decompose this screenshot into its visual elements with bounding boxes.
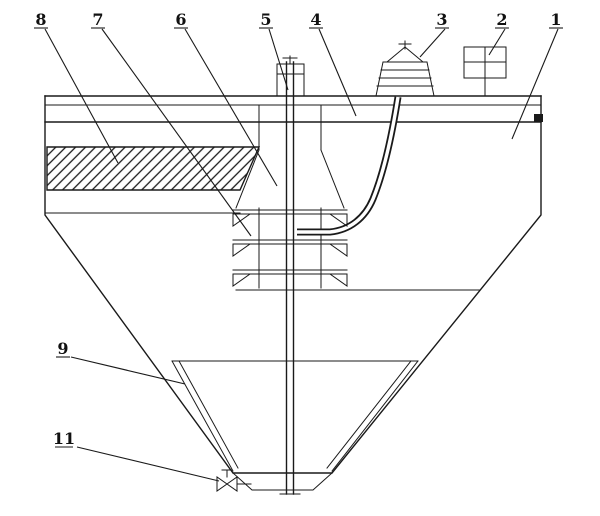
center-shaft [279,61,301,495]
callout-1-label: 1 [550,10,561,29]
rake-arms [232,209,348,287]
callout-9-label: 9 [57,339,68,358]
callout-7-leader [101,28,252,237]
callout-11: 11 [53,429,220,482]
drive-cone-top [385,46,425,63]
valve-right-wing [226,476,238,492]
feed-pipe [297,96,402,236]
feedwell [235,104,345,289]
inner-cone-liner [171,360,419,472]
callout-2-leader [488,28,506,56]
callout-4-label: 4 [310,10,321,29]
tank-outer-wall [44,95,542,474]
callout-5: 5 [259,10,289,91]
discharge-throat [232,472,333,491]
cone-right-inner [326,360,412,469]
callout-labels: 8 7 6 5 4 3 2 [34,10,563,482]
hatched-lamella-region [46,146,261,191]
feed-box [463,46,507,97]
callout-7-label: 7 [92,10,103,29]
drive-unit [375,40,435,97]
callout-9: 9 [56,339,186,385]
cone-left-outer [171,360,234,472]
callout-8-leader [44,28,119,164]
drive-body [375,61,435,97]
callout-1-leader [511,28,559,140]
shaft-top-bearing [276,55,305,97]
feedwell-right-skirt [320,149,345,209]
rake-arm-3-right-wedge [328,273,348,287]
callout-7: 7 [91,10,252,237]
bottom-discharge [232,472,333,491]
rake-arm-2-left-wedge [232,243,252,257]
side-nozzle [534,114,543,122]
callout-5-leader [268,28,289,91]
callout-4-leader [318,28,357,117]
callout-5-label: 5 [260,10,271,29]
tank-structure [44,95,543,474]
callout-1: 1 [511,10,563,140]
rake-arm-1-right-wedge [328,213,348,227]
callout-6: 6 [174,10,278,187]
feedwell-left-skirt [235,149,260,209]
cone-right-outer [331,360,419,472]
callout-9-leader [70,356,186,385]
feed-pipe-bore [297,96,400,234]
rake-arm-2-right-wedge [328,243,348,257]
callout-11-leader [76,446,220,482]
callout-6-label: 6 [175,10,186,29]
callout-2-label: 2 [496,10,507,29]
callout-4: 4 [309,10,357,117]
callout-3: 3 [419,10,449,58]
discharge-valve [216,469,252,492]
callout-3-label: 3 [436,10,447,29]
callout-8: 8 [34,10,119,164]
callout-3-leader [419,28,446,58]
callout-6-leader [184,28,278,187]
callout-8-label: 8 [35,10,46,29]
callout-11-label: 11 [53,429,75,448]
rake-arm-1-left-wedge [232,213,252,227]
callout-2: 2 [488,10,509,56]
rake-arm-3-left-wedge [232,273,252,287]
valve-left-wing [216,476,228,492]
cone-left-inner [178,360,239,469]
